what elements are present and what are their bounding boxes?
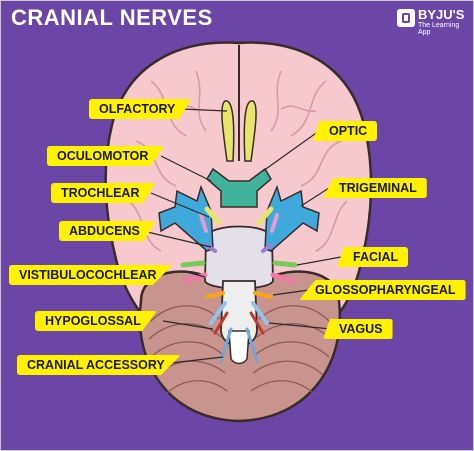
label-glossopharyngeal: GLOSSOPHARYNGEAL (299, 280, 466, 300)
label-abducens: ABDUCENS (59, 221, 156, 241)
label-oculomotor: OCULOMOTOR (47, 146, 165, 166)
leader-lines (142, 108, 342, 364)
accessory-nerve (219, 327, 259, 363)
hypoglossal-nerve (213, 311, 265, 335)
glossopharyngeal-nerve (205, 291, 273, 299)
label-olfactory: OLFACTORY (89, 99, 192, 119)
label-vagus: VAGUS (323, 319, 393, 339)
label-cranial-accessory: CRANIAL ACCESSORY (17, 355, 181, 375)
label-optic: OPTIC (313, 121, 378, 141)
brand-name: BYJU'S (418, 7, 465, 22)
trigeminal-nerve-left (158, 184, 214, 252)
byjus-logo-icon (397, 9, 415, 27)
olfactory-bulb-left (221, 100, 235, 162)
label-trochlear: TROCHLEAR (51, 183, 156, 203)
pons (204, 225, 274, 290)
trigeminal-nerve-right (264, 184, 320, 252)
olfactory-bulb-right (243, 100, 257, 162)
label-trigeminal: TRIGEMINAL (323, 178, 427, 198)
optic-chiasm (206, 167, 272, 208)
trochlear-nerve (199, 213, 279, 233)
brand-tagline: The Learning App (418, 22, 460, 36)
diagram-title: CRANIAL NERVES (11, 5, 213, 30)
oculomotor-nerve (204, 206, 274, 226)
label-vestibulocochlear: VISTIBULOCOCHLEAR (9, 265, 173, 285)
spinal-cord (228, 330, 250, 365)
label-hypoglossal: HYPOGLOSSAL (35, 311, 157, 331)
facial-nerve (180, 260, 298, 268)
label-facial: FACIAL (337, 247, 409, 267)
vagus-nerve (209, 301, 269, 325)
